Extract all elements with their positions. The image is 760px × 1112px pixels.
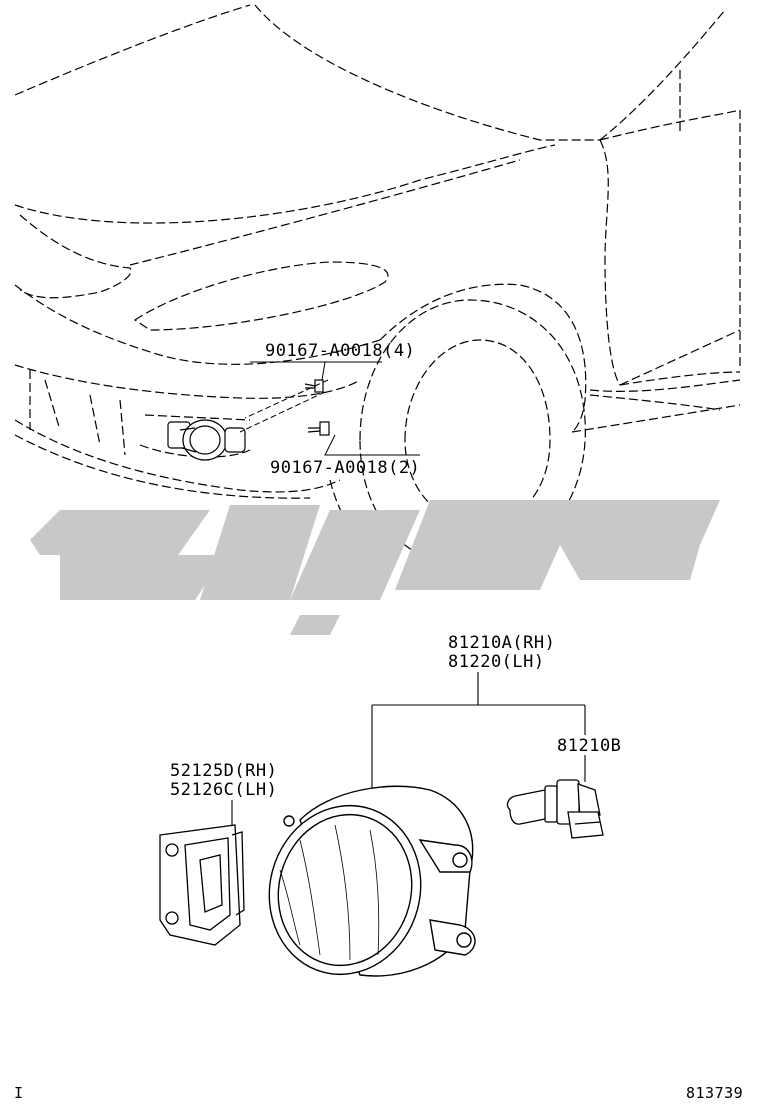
leader-lines-car: [239, 361, 420, 456]
callout-cover-lh: 52126C(LH): [170, 780, 278, 800]
bolt-lower: [307, 421, 330, 436]
illustration-number: 813739: [686, 1084, 744, 1102]
fog-lamp-cover: [159, 824, 245, 946]
callout-fog-lamp-rh: 81210A(RH): [448, 633, 556, 653]
callout-bolt-lower: 90167-A0018(2): [270, 458, 421, 478]
callout-bulb: 81210B: [557, 736, 622, 756]
corner-mark: I: [14, 1084, 24, 1102]
callout-fog-lamp-lh: 81220(LH): [448, 652, 545, 672]
watermark: [30, 500, 720, 635]
bolt-upper: [304, 379, 324, 393]
car-body-outline: [14, 4, 741, 499]
callout-bolt-upper: 90167-A0018(4): [265, 341, 416, 361]
installed-fog-lamp: [167, 419, 246, 461]
fog-bulb: [506, 779, 604, 839]
fog-lamp-assembly: [268, 785, 476, 977]
callout-cover-rh: 52125D(RH): [170, 761, 278, 781]
